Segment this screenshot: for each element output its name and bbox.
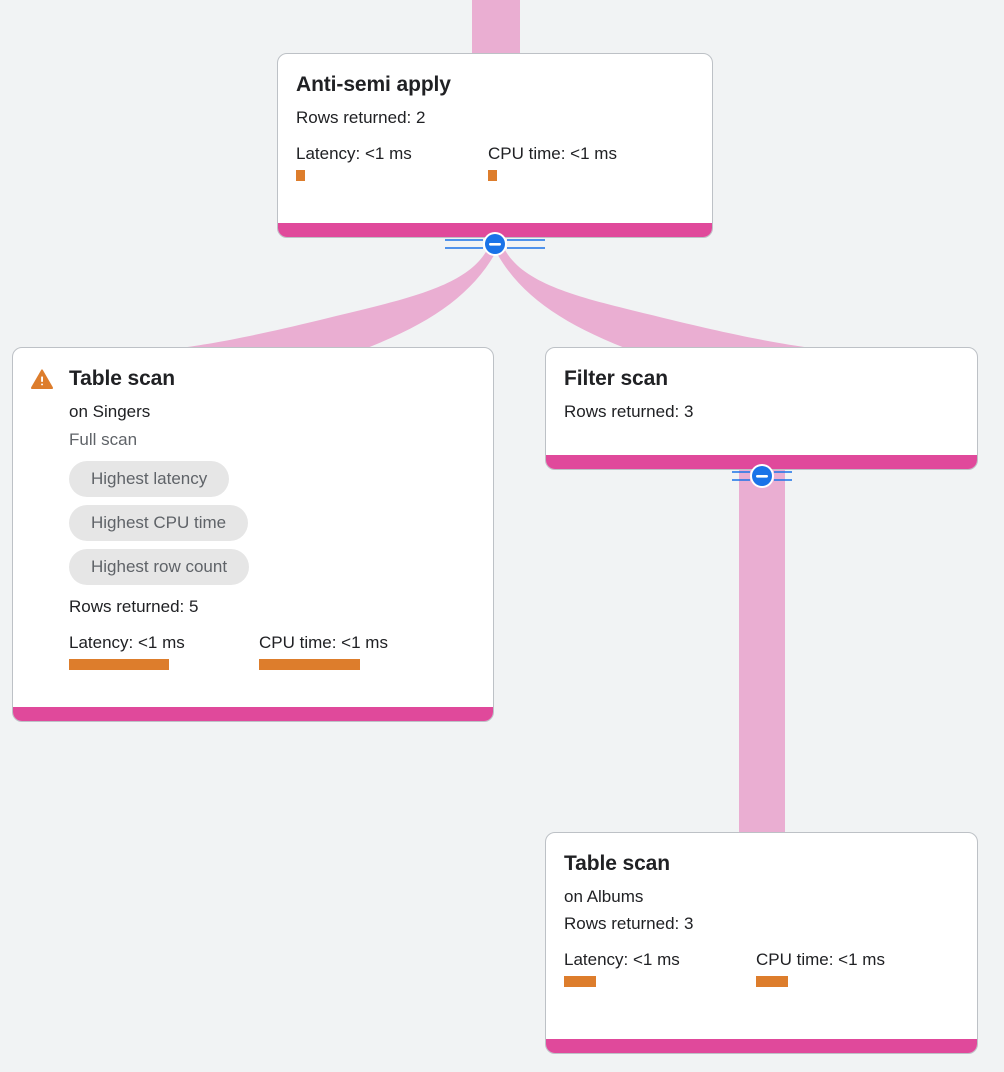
metric-cpu-time-label: CPU time: <1 ms <box>488 144 617 163</box>
node-header: Table scan on Singers Full scan <box>31 366 475 452</box>
minus-icon <box>489 243 501 246</box>
node-subtitle: on Singers <box>69 402 151 421</box>
node-subtitle: on Albums <box>564 887 644 906</box>
node-title: Table scan <box>564 852 670 875</box>
node-metrics: Latency: <1 ms CPU time: <1 ms <box>296 143 694 181</box>
node-metrics: Latency: <1 ms CPU time: <1 ms <box>69 632 475 670</box>
node-title: Table scan <box>69 367 175 390</box>
badge-highest-row-count[interactable]: Highest row count <box>69 549 250 585</box>
node-footer-bar <box>546 455 977 469</box>
metric-latency: Latency: <1 ms <box>296 143 488 181</box>
metric-cpu-time-bar <box>488 170 497 181</box>
metric-cpu-time: CPU time: <1 ms <box>259 632 388 670</box>
node-header-text: Table scan on Albums Rows returned: 3 <box>564 851 959 936</box>
node-body: Table scan on Albums Rows returned: 3 La… <box>546 833 977 1039</box>
metric-latency-bar <box>564 976 596 987</box>
minus-icon <box>756 475 768 478</box>
edge-incoming-root <box>472 0 520 54</box>
metric-latency-label: Latency: <1 ms <box>296 144 412 163</box>
node-body: Filter scan Rows returned: 3 <box>546 348 977 455</box>
node-anti-semi-apply[interactable]: Anti-semi apply Rows returned: 2 Latency… <box>277 53 713 238</box>
node-header: Table scan on Albums Rows returned: 3 <box>564 851 959 936</box>
node-header-text: Table scan on Singers Full scan <box>69 366 475 452</box>
node-rows-returned: Rows returned: 3 <box>564 402 694 421</box>
node-footer-bar <box>278 223 712 237</box>
metric-cpu-time-label: CPU time: <1 ms <box>756 950 885 969</box>
metric-latency: Latency: <1 ms <box>564 949 756 987</box>
node-header-text: Filter scan Rows returned: 3 <box>564 366 959 424</box>
node-table-scan-albums[interactable]: Table scan on Albums Rows returned: 3 La… <box>545 832 978 1054</box>
node-scan-type: Full scan <box>69 430 138 449</box>
metric-cpu-time: CPU time: <1 ms <box>756 949 885 987</box>
metric-cpu-time-label: CPU time: <1 ms <box>259 633 388 652</box>
metric-latency-label: Latency: <1 ms <box>564 950 680 969</box>
node-rows-returned: Rows returned: 3 <box>564 914 694 933</box>
badge-highest-cpu-time[interactable]: Highest CPU time <box>69 505 249 541</box>
node-rows-returned: Rows returned: 5 <box>69 597 199 616</box>
node-title: Anti-semi apply <box>296 73 451 96</box>
node-body: Anti-semi apply Rows returned: 2 Latency… <box>278 54 712 223</box>
metric-latency-bar <box>69 659 169 670</box>
node-table-scan-singers[interactable]: Table scan on Singers Full scan Highest … <box>12 347 494 722</box>
metric-cpu-time-bar <box>259 659 360 670</box>
node-footer-bar <box>13 707 493 721</box>
metric-cpu-time: CPU time: <1 ms <box>488 143 617 181</box>
node-footer-bar <box>546 1039 977 1053</box>
metric-latency-bar <box>296 170 305 181</box>
collapse-filter-scan[interactable] <box>710 463 814 489</box>
node-header: Filter scan Rows returned: 3 <box>564 366 959 424</box>
node-filter-scan[interactable]: Filter scan Rows returned: 3 <box>545 347 978 470</box>
node-rows-returned: Rows returned: 2 <box>296 108 426 127</box>
node-metrics: Latency: <1 ms CPU time: <1 ms <box>564 949 959 987</box>
edge-filter-scan-to-table-scan-albums <box>739 466 785 838</box>
collapse-anti-semi-apply[interactable] <box>443 231 547 257</box>
metric-latency-label: Latency: <1 ms <box>69 633 185 652</box>
node-detail-block: Highest latency Highest CPU time Highest… <box>31 452 475 670</box>
node-title: Filter scan <box>564 367 668 390</box>
warning-icon <box>31 369 53 390</box>
node-badges: Highest latency Highest CPU time Highest… <box>69 461 475 585</box>
metric-cpu-time-bar <box>756 976 788 987</box>
badge-highest-latency[interactable]: Highest latency <box>69 461 230 497</box>
node-header: Anti-semi apply Rows returned: 2 <box>296 72 694 130</box>
metric-latency: Latency: <1 ms <box>69 632 259 670</box>
node-header-text: Anti-semi apply Rows returned: 2 <box>296 72 694 130</box>
node-body: Table scan on Singers Full scan Highest … <box>13 348 493 707</box>
